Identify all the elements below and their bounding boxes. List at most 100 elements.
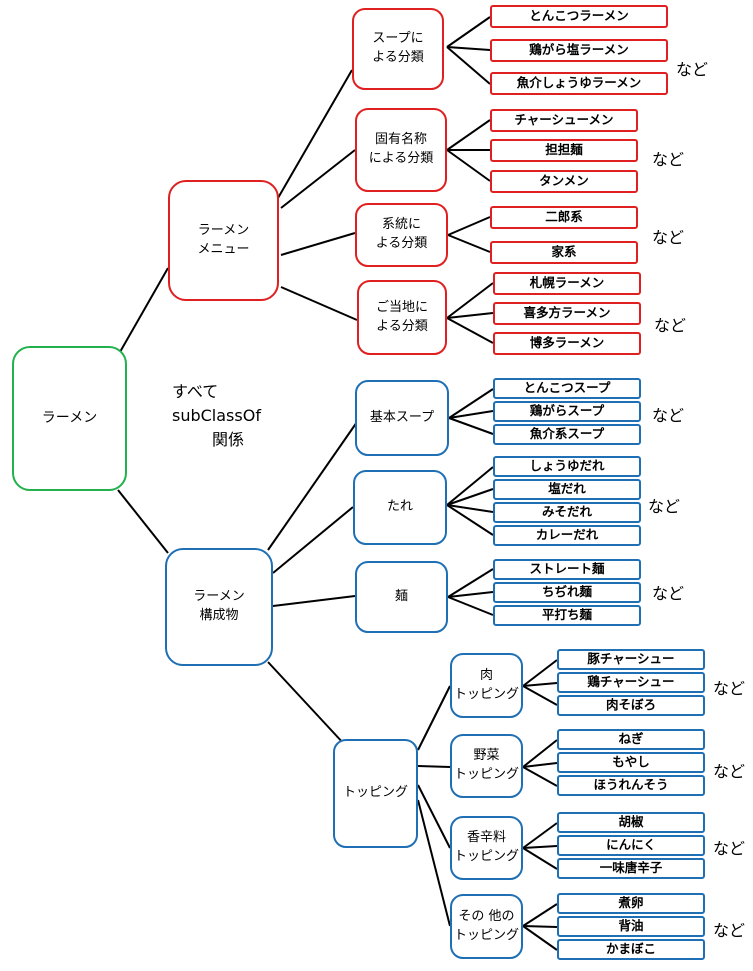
connector-line xyxy=(448,417,494,435)
leaf-niku-soboro: 肉そぼろ xyxy=(557,695,705,716)
etc-label: など xyxy=(713,762,746,781)
connector-line xyxy=(522,685,558,706)
leaf-miso-tare: みそだれ xyxy=(493,502,641,523)
note-line-3: 関係 xyxy=(212,430,245,449)
connector-line xyxy=(522,739,558,768)
group-basic-soup: 基本スープ xyxy=(355,380,449,456)
leaf-moyashi: もやし xyxy=(557,752,705,773)
leaf-spinach: ほうれんそう xyxy=(557,775,705,796)
connector-line xyxy=(446,149,491,182)
leaf-ie-kei: 家系 xyxy=(490,241,638,264)
connector-line xyxy=(522,822,558,849)
connector-line xyxy=(522,682,558,687)
connector-line xyxy=(446,317,494,344)
connector-line xyxy=(522,847,558,870)
connector-line xyxy=(522,925,558,928)
connector-line xyxy=(446,46,491,85)
group-regional-classification: ご当地に よる分類 xyxy=(357,280,447,355)
connector-line xyxy=(272,506,354,574)
leaf-garlic: にんにく xyxy=(557,835,705,856)
connector-line xyxy=(446,312,494,319)
connector-line xyxy=(446,504,494,536)
subclassof-note: すべて subClassOf 関係 xyxy=(172,380,261,452)
connector-line xyxy=(522,762,558,768)
connector-line xyxy=(417,765,451,768)
connector-line xyxy=(446,466,494,506)
connector-line xyxy=(277,69,353,199)
root-node-ramen: ラーメン xyxy=(12,346,127,491)
leaf-ichimi-togarashi: 一味唐辛子 xyxy=(557,858,705,879)
etc-label: など xyxy=(654,316,687,335)
connector-line xyxy=(522,903,558,927)
leaf-tanmen: タンメン xyxy=(490,170,638,193)
leaf-straight-noodles: ストレート麺 xyxy=(493,559,641,580)
connector-line xyxy=(522,925,558,951)
leaf-curly-noodles: ちぢれ麺 xyxy=(493,582,641,603)
leaf-shio-tare: 塩だれ xyxy=(493,479,641,500)
connector-line xyxy=(280,149,356,209)
connector-line xyxy=(447,568,494,598)
group-lineage-classification: 系統に よる分類 xyxy=(355,203,448,267)
leaf-seabura: 背油 xyxy=(557,916,705,937)
connector-line xyxy=(417,784,451,849)
etc-label: など xyxy=(652,584,685,603)
subgroup-meat-topping: 肉 トッピング xyxy=(450,653,523,718)
connector-line xyxy=(272,595,356,607)
connector-line xyxy=(446,282,494,319)
connector-line xyxy=(446,119,491,151)
leaf-gyokai-shoyu-ramen: 魚介しょうゆラーメン xyxy=(490,72,668,95)
subgroup-spice-topping: 香辛料 トッピング xyxy=(450,816,523,880)
leaf-tonkotsu-ramen: とんこつラーメン xyxy=(490,5,668,28)
note-line-2: subClassOf xyxy=(172,406,261,425)
connector-line xyxy=(119,267,169,353)
etc-label: など xyxy=(713,679,746,698)
leaf-pepper: 胡椒 xyxy=(557,812,705,833)
leaf-torigara-soup: 鶏がらスープ xyxy=(493,401,641,422)
etc-label: など xyxy=(652,228,685,247)
connector-line xyxy=(267,421,358,551)
connector-line xyxy=(267,661,346,746)
subgroup-other-topping: その 他の トッピング xyxy=(450,894,523,959)
connector-line xyxy=(447,216,491,236)
connector-line xyxy=(446,46,491,51)
leaf-ni-tamago: 煮卵 xyxy=(557,893,705,914)
etc-label: など xyxy=(713,839,746,858)
connector-line xyxy=(446,16,491,48)
etc-label: など xyxy=(713,921,746,940)
category-ramen-components: ラーメン 構成物 xyxy=(165,548,273,666)
subgroup-vegetable-topping: 野菜 トッピング xyxy=(450,734,523,798)
leaf-shoyu-tare: しょうゆだれ xyxy=(493,456,641,477)
etc-label: など xyxy=(652,406,685,425)
connector-line xyxy=(446,488,494,506)
connector-line xyxy=(447,591,494,598)
connector-line xyxy=(448,388,494,419)
group-proper-name-classification: 固有名称 による分類 xyxy=(355,108,447,192)
connector-line xyxy=(117,489,169,554)
connector-line xyxy=(417,799,451,927)
connector-line xyxy=(446,504,494,513)
leaf-gyokai-soup: 魚介系スープ xyxy=(493,424,641,445)
leaf-tantanmen: 担担麺 xyxy=(490,139,638,162)
connector-line xyxy=(280,232,356,256)
connector-line xyxy=(522,659,558,687)
connector-line xyxy=(447,234,491,253)
connector-line xyxy=(522,845,558,849)
note-line-1: すべて xyxy=(172,382,219,401)
leaf-torigara-shio-ramen: 鶏がら塩ラーメン xyxy=(490,39,668,62)
etc-label: など xyxy=(648,497,681,516)
leaf-pork-chashu: 豚チャーシュー xyxy=(557,649,705,670)
leaf-negi: ねぎ xyxy=(557,729,705,750)
leaf-chicken-chashu: 鶏チャーシュー xyxy=(557,672,705,693)
connector-line xyxy=(448,410,494,419)
category-ramen-menu: ラーメン メニュー xyxy=(168,180,279,301)
group-topping: トッピング xyxy=(333,739,418,848)
leaf-hakata-ramen: 博多ラーメン xyxy=(493,332,641,355)
leaf-kamaboko: かまぼこ xyxy=(557,939,705,960)
leaf-kitakata-ramen: 喜多方ラーメン xyxy=(493,302,641,325)
connector-line xyxy=(280,286,358,321)
leaf-chashu-men: チャーシューメン xyxy=(490,109,638,132)
connector-line xyxy=(522,766,558,787)
group-tare: たれ xyxy=(353,470,447,545)
connector-line xyxy=(417,685,451,751)
